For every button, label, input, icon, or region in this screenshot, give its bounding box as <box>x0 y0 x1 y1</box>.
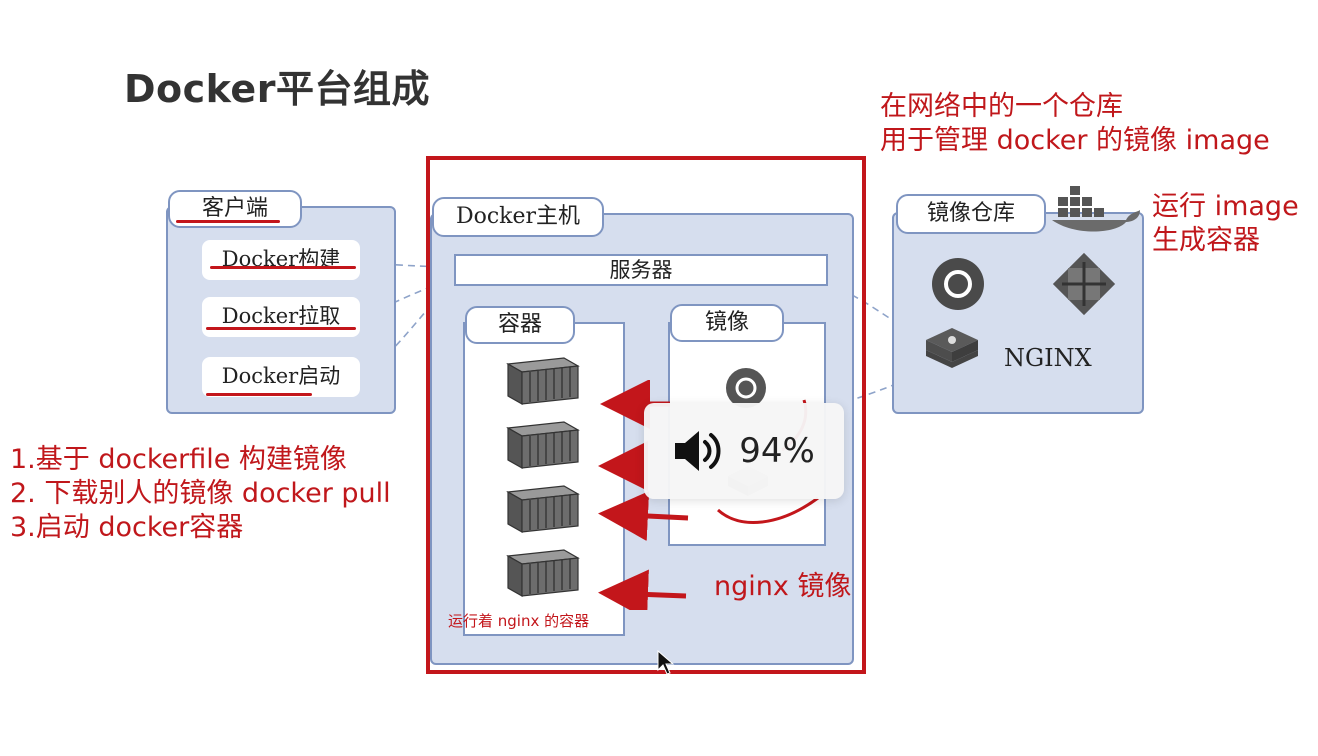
arrow-icon <box>598 491 689 541</box>
volume-overlay: 94% <box>644 403 844 499</box>
run-note-line-1: 运行 image <box>1152 191 1299 222</box>
client-item-pull: Docker拉取 <box>202 297 360 337</box>
centos-icon <box>1052 252 1116 316</box>
container-caption: 运行着 nginx 的容器 <box>448 612 590 630</box>
client-item-underline <box>206 393 312 396</box>
nginx-image-label: nginx 镜像 <box>714 571 852 602</box>
registry-panel <box>892 212 1144 414</box>
nginx-registry-label: NGINX <box>1004 344 1092 372</box>
speaker-icon <box>675 431 721 471</box>
registry-title: 镜像仓库 <box>896 194 1046 234</box>
docker-host-highlight <box>426 156 866 674</box>
server-bar: 服务器 <box>454 254 828 286</box>
page-title: Docker平台组成 <box>124 67 430 111</box>
client-item-underline <box>210 266 356 269</box>
arrow-icon <box>598 569 687 610</box>
registry-note-line-1: 在网络中的一个仓库 <box>880 91 1123 122</box>
client-item-underline <box>206 327 356 330</box>
cursor-icon <box>657 650 675 675</box>
images-title: 镜像 <box>670 304 784 342</box>
redis-icon <box>926 328 978 368</box>
step-item: 1.基于 dockerfile 构建镜像 <box>10 444 347 475</box>
registry-images <box>926 252 1116 368</box>
volume-value: 94% <box>739 431 815 471</box>
ubuntu-icon <box>932 258 984 310</box>
steps-list: 1.基于 dockerfile 构建镜像 2. 下载别人的镜像 docker p… <box>10 443 391 545</box>
client-item-build: Docker构建 <box>202 240 360 280</box>
client-title: 客户端 <box>168 190 302 228</box>
client-title-underline <box>176 220 280 223</box>
run-note: 运行 image 生成容器 <box>1152 190 1299 258</box>
ubuntu-icon <box>726 368 766 408</box>
client-item-run: Docker启动 <box>202 357 360 397</box>
registry-note-line-2: 用于管理 docker 的镜像 image <box>880 125 1270 156</box>
step-item: 3.启动 docker容器 <box>10 512 244 543</box>
step-item: 2. 下载别人的镜像 docker pull <box>10 478 391 509</box>
containers-title: 容器 <box>465 306 575 344</box>
run-note-line-2: 生成容器 <box>1152 225 1260 256</box>
docker-host-title: Docker主机 <box>432 197 604 237</box>
docker-whale-icon <box>1052 186 1140 232</box>
registry-note: 在网络中的一个仓库 用于管理 docker 的镜像 image <box>880 90 1270 158</box>
